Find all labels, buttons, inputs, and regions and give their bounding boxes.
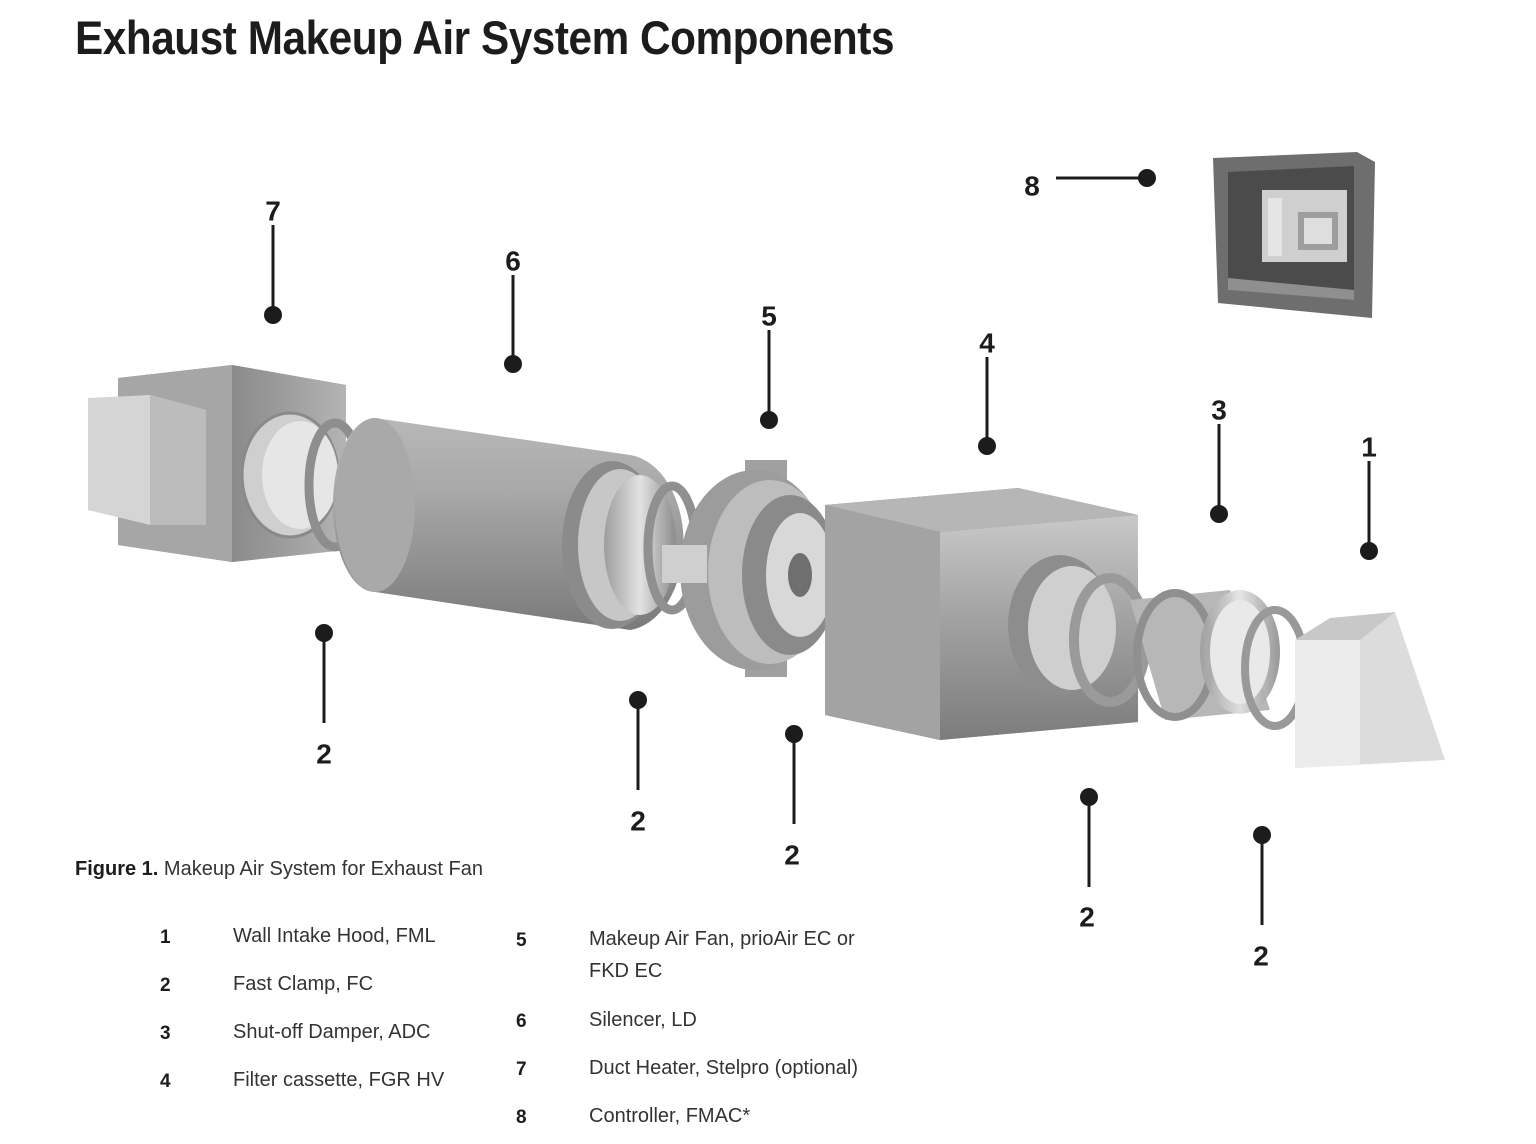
callout-label: 2	[630, 805, 646, 836]
legend-text: Fast Clamp, FC	[233, 973, 374, 995]
filter-cassette-illustration	[825, 488, 1138, 740]
wall-intake-hood-illustration	[1295, 612, 1445, 768]
page-title: Exhaust Makeup Air System Components	[75, 11, 895, 64]
callout: 1	[1360, 431, 1378, 560]
legend-number: 2	[160, 975, 171, 996]
silencer-illustration	[333, 418, 684, 630]
callout-dot	[1253, 826, 1271, 844]
callout: 2	[1079, 788, 1098, 932]
callout: 2	[315, 624, 333, 769]
callout-label: 4	[979, 327, 995, 358]
callout-label: 2	[1253, 940, 1269, 971]
legend-text: Filter cassette, FGR HV	[233, 1069, 445, 1091]
callout-dot	[1210, 505, 1228, 523]
legend-number: 1	[160, 927, 171, 948]
callout-label: 3	[1211, 394, 1227, 425]
callout-label: 5	[761, 300, 777, 331]
legend-number: 5	[516, 930, 527, 951]
makeup-air-fan-illustration	[662, 460, 838, 677]
figure-label: Figure 1.	[75, 858, 159, 880]
callout-layer: 8 7 6 5 4 3 1 2 2 2 2 2	[264, 169, 1378, 971]
callout-label: 6	[505, 245, 521, 276]
callout: 2	[629, 691, 647, 836]
legend-text: Shut-off Damper, ADC	[233, 1021, 431, 1043]
callout-dot	[760, 411, 778, 429]
callout: 3	[1210, 394, 1228, 523]
callout-dot	[785, 725, 803, 743]
callout-dot	[1138, 169, 1156, 187]
callout-label: 1	[1361, 431, 1377, 462]
callout: 2	[1253, 826, 1271, 971]
legend-number: 4	[160, 1071, 171, 1092]
legend-number: 8	[516, 1107, 527, 1128]
callout-dot	[1360, 542, 1378, 560]
callout-dot	[264, 306, 282, 324]
callout-dot	[1080, 788, 1098, 806]
callout-label: 2	[784, 839, 800, 870]
controller-illustration	[1213, 152, 1375, 318]
callout-label: 8	[1024, 170, 1040, 201]
legend-number: 6	[516, 1011, 527, 1032]
legend-text: Makeup Air Fan, prioAir EC or FKD EC	[589, 928, 855, 982]
callout: 6	[504, 245, 522, 373]
shutoff-damper-illustration	[1069, 573, 1309, 730]
legend-number: 7	[516, 1059, 527, 1080]
callout-dot	[629, 691, 647, 709]
legend-text: Silencer, LD	[589, 1009, 697, 1031]
callout: 8	[1024, 169, 1156, 201]
callout-dot	[978, 437, 996, 455]
callout-label: 2	[1079, 901, 1095, 932]
callout-dot	[315, 624, 333, 642]
callout-dot	[504, 355, 522, 373]
figure-caption: Figure 1. Makeup Air System for Exhaust …	[75, 858, 483, 881]
callout: 7	[264, 195, 282, 324]
legend-text: Duct Heater, Stelpro (optional)	[589, 1057, 859, 1079]
callout: 4	[978, 327, 996, 455]
figure-text: Makeup Air System for Exhaust Fan	[163, 858, 483, 880]
callout: 5	[760, 300, 778, 429]
callout-label: 2	[316, 738, 332, 769]
callout: 2	[784, 725, 803, 870]
legend-number: 3	[160, 1023, 171, 1044]
callout-label: 7	[265, 195, 281, 226]
legend-text: Controller, FMAC*	[589, 1105, 751, 1127]
legend-text: Wall Intake Hood, FML	[233, 925, 436, 947]
